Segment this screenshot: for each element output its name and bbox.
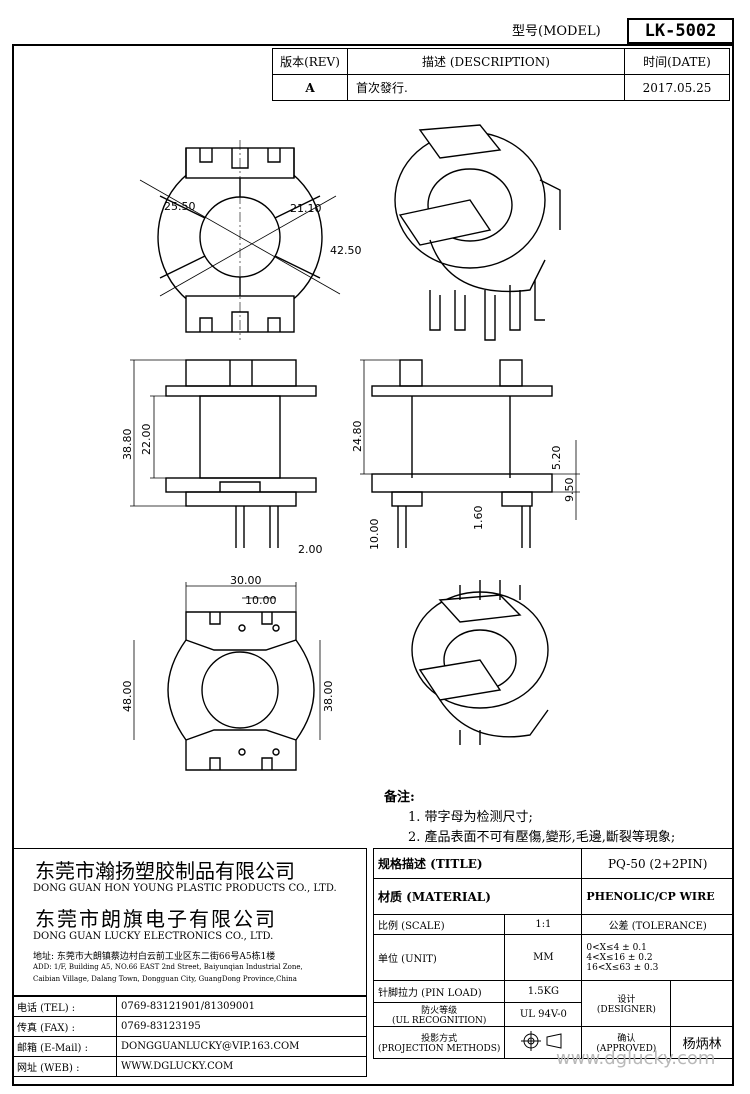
technical-drawing: 25.50 21.10 42.50 38.80 22.00 2.00 24.80… [121, 124, 580, 771]
date-header: 时间(DATE) [624, 48, 730, 75]
desc-value: 首次發行. [347, 74, 625, 101]
fax-label: 传真 (FAX) : [12, 1016, 117, 1037]
model-number: LK-5002 [627, 18, 734, 44]
dim-k: 10.00 [245, 594, 277, 607]
address-en2: Caibian Village, Dalang Town, Dongguan C… [33, 975, 297, 983]
contact-table: 电话 (TEL) :0769-83121901/81309001 传真 (FAX… [12, 996, 367, 1077]
dim-d: 38.80 [121, 429, 134, 461]
top-view [139, 140, 341, 340]
ul-value: UL 94V-0 [504, 1002, 583, 1027]
title-value: PQ-50 (2+2PIN) [581, 848, 734, 879]
email-label: 邮箱 (E-Mail) : [12, 1036, 117, 1057]
model-label: 型号(MODEL) [512, 24, 601, 39]
dim-b: 21.10 [290, 202, 322, 215]
rev-header: 版本(REV) [272, 48, 348, 75]
company2-en: DONG GUAN LUCKY ELECTRONICS CO., LTD. [33, 931, 274, 942]
side-view-right [360, 359, 580, 548]
company1-cn: 东莞市瀚扬塑胶制品有限公司 [35, 859, 295, 883]
fax-value: 0769-83123195 [116, 1016, 367, 1037]
scale-value: 1:1 [504, 914, 583, 935]
date-value: 2017.05.25 [624, 74, 730, 101]
scale2-label: 针脚拉力 (PIN LOAD) [372, 980, 506, 1003]
tel-value: 0769-83121901/81309001 [116, 996, 367, 1017]
unit-value: MM [504, 934, 583, 981]
projection-label: 投影方式 [421, 1034, 458, 1044]
tolerance-3: 16<X≤63 ± 0.3 [586, 962, 659, 973]
dim-h: 1.60 [472, 506, 485, 531]
dim-a: 25.50 [164, 200, 196, 213]
drawing-frame [12, 44, 734, 1086]
notes-title: 备注: [384, 790, 415, 805]
company2-cn: 东莞市朗旗电子有限公司 [35, 907, 277, 931]
material-label: 材质 (MATERIAL) [372, 878, 583, 915]
approved-value: 杨炳林 [670, 1026, 734, 1059]
dim-c: 42.50 [330, 244, 362, 257]
tel-label: 电话 (TEL) : [12, 996, 117, 1017]
web-label: 网址 (WEB) : [12, 1056, 117, 1077]
scale-label: 比例 (SCALE) [372, 914, 506, 935]
tolerance-label: 公差 (TOLERANCE) [581, 914, 734, 935]
spec-table: 规格描述 (TITLE) PQ-50 (2+2PIN) 材质 (MATERIAL… [372, 848, 734, 1059]
side-view-left [130, 359, 317, 548]
tolerance-1: 0<X≤4 ± 0.1 [586, 942, 647, 953]
dim-h1: 5.20 [550, 446, 563, 471]
iso-view-1 [394, 124, 561, 341]
note-2: 2. 產品表面不可有壓傷,變形,毛邊,斷裂等現象; [408, 830, 676, 845]
unit-label: 单位 (UNIT) [372, 934, 506, 981]
company1-en: DONG GUAN HON YOUNG PLASTIC PRODUCTS CO.… [33, 883, 337, 894]
dim-f: 2.00 [298, 543, 323, 556]
projection-label-en: (PROJECTION METHODS) [378, 1044, 501, 1054]
address-en1: ADD: 1/F, Building A5, NO.66 EAST 2nd St… [33, 963, 303, 971]
note-1: 1. 带字母为检测尺寸; [408, 810, 533, 825]
dim-i: 9.50 [563, 478, 576, 503]
approved-label: 确认 [617, 1034, 636, 1044]
designer-value [670, 980, 734, 1027]
dim-l: 48.00 [121, 681, 134, 713]
bottom-view [133, 582, 321, 771]
ul-label: 防火等级 [421, 1006, 458, 1016]
email-value: DONGGUANLUCKY@VIP.163.COM [116, 1036, 367, 1057]
tolerance-2: 4<X≤16 ± 0.2 [586, 952, 653, 963]
pinload-value: 1.5KG [504, 980, 583, 1003]
web-value: WWW.DGLUCKY.COM [116, 1056, 367, 1077]
designer-label: 设计 [617, 995, 636, 1005]
dim-h2: 10.00 [368, 519, 381, 551]
material-value: PHENOLIC/CP WIRE [581, 878, 734, 915]
dim-m: 38.00 [322, 681, 335, 713]
iso-view-2 [411, 580, 549, 745]
approved-label-en: (APPROVED) [596, 1044, 657, 1054]
address-cn: 地址: 东莞市大朗镇蔡边村白云前工业区东二街66号A5栋1楼 [33, 952, 276, 962]
designer-label-en: (DESIGNER) [596, 1005, 656, 1015]
dim-j: 30.00 [230, 574, 262, 587]
revision-table: 版本(REV) 描述 (DESCRIPTION) 时间(DATE) A 首次發行… [272, 48, 730, 101]
company-block: 东莞市瀚扬塑胶制品有限公司 DONG GUAN HON YOUNG PLASTI… [12, 848, 367, 996]
watermark: www.dglucky.com [556, 1048, 716, 1069]
dim-g: 24.80 [351, 421, 364, 453]
title-label: 规格描述 (TITLE) [372, 848, 583, 879]
ul-label-en: (UL RECOGNITION) [391, 1016, 487, 1026]
dim-e: 22.00 [140, 424, 153, 456]
projection-symbol-icon [504, 1026, 583, 1059]
